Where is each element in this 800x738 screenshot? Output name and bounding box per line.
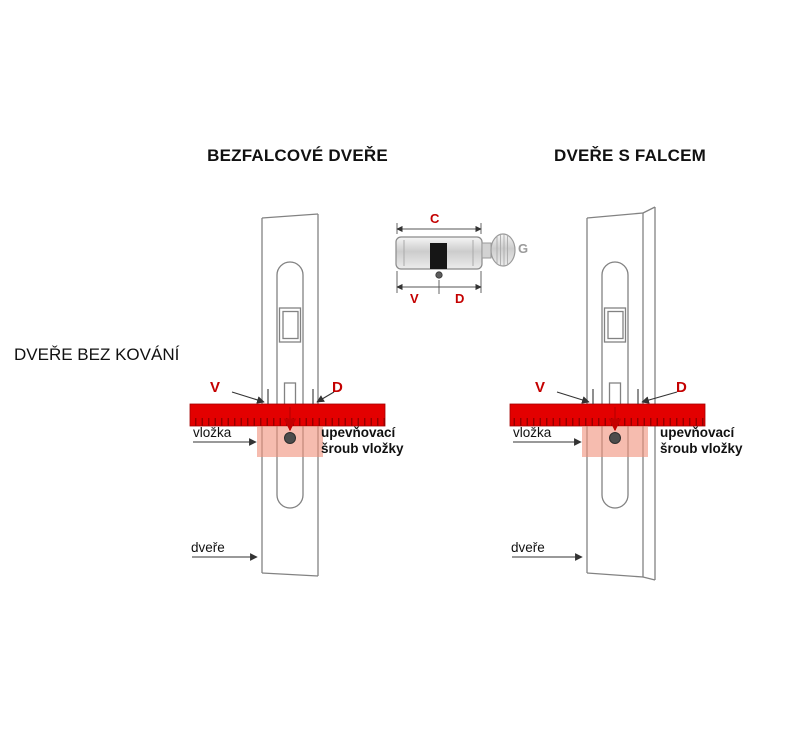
cylinder-dim-d: D	[455, 291, 465, 306]
right-label-screw: upevňovací šroub vložky	[660, 425, 743, 457]
right-label-screw-line2: šroub vložky	[660, 441, 743, 456]
screw-right	[609, 432, 621, 444]
left-label-screw-line2: šroub vložky	[321, 441, 404, 456]
title-left: BEZFALCOVÉ DVEŘE	[207, 146, 388, 165]
right-label-dvere: dveře	[511, 540, 545, 555]
screw-left	[284, 432, 296, 444]
right-label-vlozka: vložka	[513, 425, 552, 440]
left-label-screw-line1: upevňovací	[321, 425, 396, 440]
dimension-arrows-left	[231, 389, 335, 432]
left-dim-d: D	[332, 379, 343, 396]
cylinder-dim-g: G	[518, 241, 529, 256]
right-dim-d: D	[676, 379, 687, 396]
cylinder-dim-c: C	[430, 211, 440, 226]
right-label-screw-line1: upevňovací	[660, 425, 735, 440]
cylinder-dim-v: V	[410, 291, 419, 306]
ruler-right	[509, 403, 706, 427]
dimension-arrows-right	[556, 389, 678, 432]
cylinder-diagram	[395, 223, 516, 294]
left-label-vlozka: vložka	[193, 425, 232, 440]
door-right	[586, 206, 656, 581]
left-label-dvere: dveře	[191, 540, 225, 555]
ruler-left	[189, 403, 386, 427]
right-dim-v: V	[535, 379, 546, 396]
left-dim-v: V	[210, 379, 221, 396]
left-label-screw: upevňovací šroub vložky	[321, 425, 404, 457]
title-right: DVEŘE S FALCEM	[553, 146, 707, 165]
label-arrows	[192, 438, 583, 561]
label-dvere-bez-kovani: DVEŘE BEZ KOVÁNÍ	[14, 345, 180, 364]
door-left	[261, 213, 319, 577]
